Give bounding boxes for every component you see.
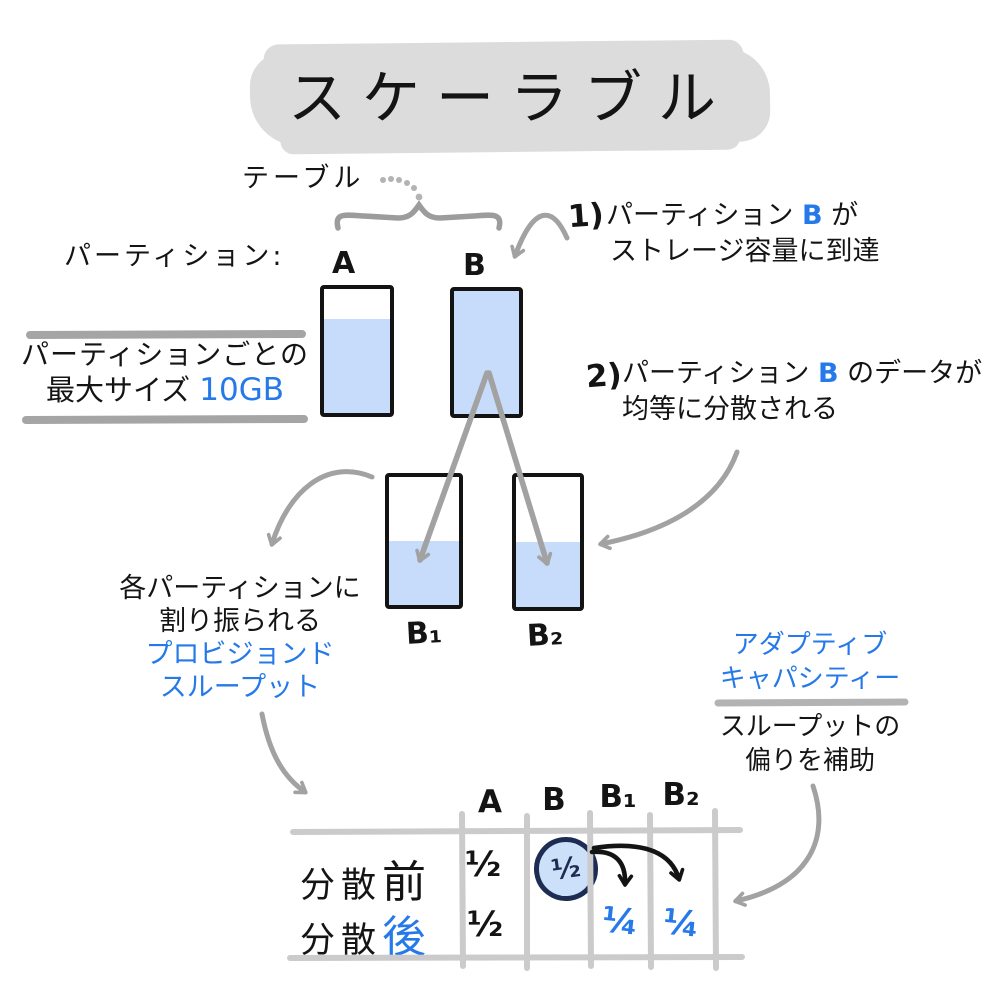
max-size-note-line2: 最大サイズ 10GB: [20, 374, 310, 407]
table-label: テーブル: [242, 163, 365, 194]
partition-b2-fill: [516, 542, 580, 607]
partition-b1-fill: [389, 541, 459, 605]
partition-b-fill: [454, 291, 519, 414]
arrow-annotation2-to-b2: [598, 449, 740, 551]
annotation-2-line2: 均等に分散される: [622, 394, 838, 425]
cell-before-b-circled: ½: [529, 832, 603, 906]
provisioned-line2: 割り振られる: [159, 606, 321, 637]
column-header-b: B: [542, 782, 566, 818]
table-brace: [334, 200, 503, 231]
annotation-2-text: パーティション B のデータが 均等に分散される: [622, 356, 982, 428]
annotation-1-number: 1): [566, 196, 605, 236]
annotation-1-text: パーティション B が ストレージ容量に到達: [606, 198, 879, 270]
annotation-1-line2: ストレージ容量に到達: [610, 236, 880, 267]
adaptive-underline-gap: [692, 696, 928, 710]
adaptive-capacity-note: アダプティブ キャパシティー スループットの 偏りを補助: [692, 628, 928, 778]
arrow-to-provisioned-note: [266, 469, 375, 547]
partition-b2-label: B₂: [526, 617, 564, 654]
provisioned-line4: スループット: [159, 672, 321, 703]
partition-b2-bucket: [512, 473, 584, 611]
cell-after-b1: ¼: [599, 900, 641, 944]
provisioned-line1: 各パーティションに: [119, 573, 361, 604]
partition-a-label: A: [332, 246, 356, 281]
partition-b1-label: B₁: [405, 615, 443, 652]
row-label-before: 分散前: [300, 857, 427, 908]
annotation-2-number: 2): [584, 356, 623, 396]
partition-b1-bucket: [385, 473, 463, 609]
adaptive-line1: アダプティブ: [732, 630, 888, 660]
max-size-note-line1: パーティションごとの: [20, 338, 310, 371]
row-label-after: 分散後: [300, 912, 427, 963]
cell-after-b2: ¼: [660, 902, 702, 946]
arrow-annotation1-to-b: [510, 212, 570, 259]
partition-b-bucket: [450, 287, 523, 418]
partition-label: パーティション:: [64, 241, 285, 272]
cell-after-a: ½: [466, 905, 504, 945]
provisioned-line3: プロビジョンド: [145, 639, 335, 670]
annotation-1-line1: パーティション B が: [606, 200, 859, 231]
arrow-circle-to-b2-cell: [591, 843, 685, 882]
annotation-2-line1: パーティション B のデータが: [622, 358, 983, 389]
cell-before-a: ½: [464, 845, 502, 885]
arrow-adaptive-to-table: [733, 783, 822, 907]
partition-b-label: B: [463, 248, 486, 283]
adaptive-line3: スループットの: [719, 712, 901, 742]
dotted-trail: [380, 176, 423, 201]
max-size-label: 最大サイズ: [45, 373, 200, 407]
adaptive-line4: 偏りを補助: [744, 746, 875, 776]
column-header-b1: B₁: [599, 779, 637, 815]
column-header-a: A: [478, 784, 502, 820]
partition-a-bucket: [320, 285, 394, 417]
annotation-1-b-highlight: B: [801, 200, 823, 231]
max-size-value: 10GB: [199, 372, 285, 408]
page-title: スケーラブル: [287, 64, 732, 132]
column-header-b2: B₂: [662, 777, 700, 813]
adaptive-line2: キャパシティー: [719, 664, 901, 694]
annotation-2-b-highlight: B: [817, 358, 839, 389]
provisioned-throughput-note: 各パーティションに 割り振られる プロビジョンド スループット: [100, 572, 380, 704]
arrow-provisioned-to-table: [259, 711, 308, 795]
partition-a-fill: [324, 318, 390, 413]
